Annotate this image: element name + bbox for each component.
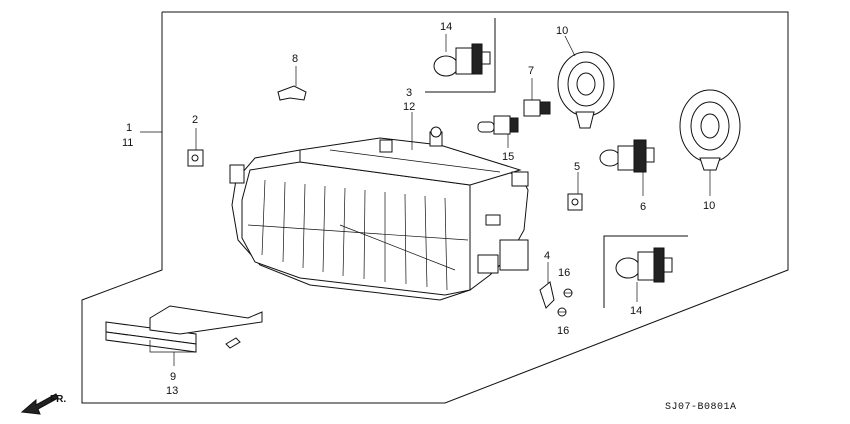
cover-10-right	[679, 89, 741, 196]
label-15: 15	[502, 151, 514, 163]
bulb-6	[599, 139, 655, 196]
screw-16-lower	[557, 307, 567, 317]
label-14-bottom: 14	[630, 305, 642, 317]
assembly-boundary	[81, 11, 789, 404]
label-6: 6	[640, 201, 646, 213]
diagram-code: SJ07-B0801A	[665, 402, 737, 413]
nut-2	[187, 128, 204, 167]
label-5: 5	[574, 161, 580, 173]
front-arrow-icon	[20, 393, 59, 415]
cover-10-left	[557, 35, 615, 129]
label-13: 13	[166, 385, 178, 397]
garnish-9-13	[105, 305, 263, 366]
socket-7	[523, 78, 551, 117]
label-3: 3	[406, 87, 412, 99]
bulb-14-top	[433, 34, 491, 77]
label-10-right: 10	[703, 200, 715, 212]
label-1: 1	[126, 122, 132, 134]
headlight-housing	[229, 126, 529, 301]
label-4: 4	[544, 250, 550, 262]
label-16-upper: 16	[558, 267, 570, 279]
front-direction-label: FR.	[50, 394, 66, 405]
label-14-top: 14	[440, 21, 452, 33]
screw-16-upper	[563, 288, 573, 298]
label-16-lower: 16	[557, 325, 569, 337]
label-11: 11	[122, 137, 133, 149]
bulb-15	[477, 115, 519, 148]
label-12: 12	[403, 101, 415, 113]
bulb-14-bracket	[425, 18, 496, 93]
label-7: 7	[528, 65, 534, 77]
bracket-4	[539, 262, 555, 309]
clip-5	[567, 172, 583, 211]
label-10-left: 10	[556, 25, 568, 37]
bulb-14-bottom	[615, 247, 673, 302]
label-8: 8	[292, 53, 298, 65]
label-2: 2	[192, 114, 198, 126]
clip-8	[277, 66, 307, 101]
label-9: 9	[170, 371, 176, 383]
bulb-14-lower-bracket	[603, 235, 688, 308]
